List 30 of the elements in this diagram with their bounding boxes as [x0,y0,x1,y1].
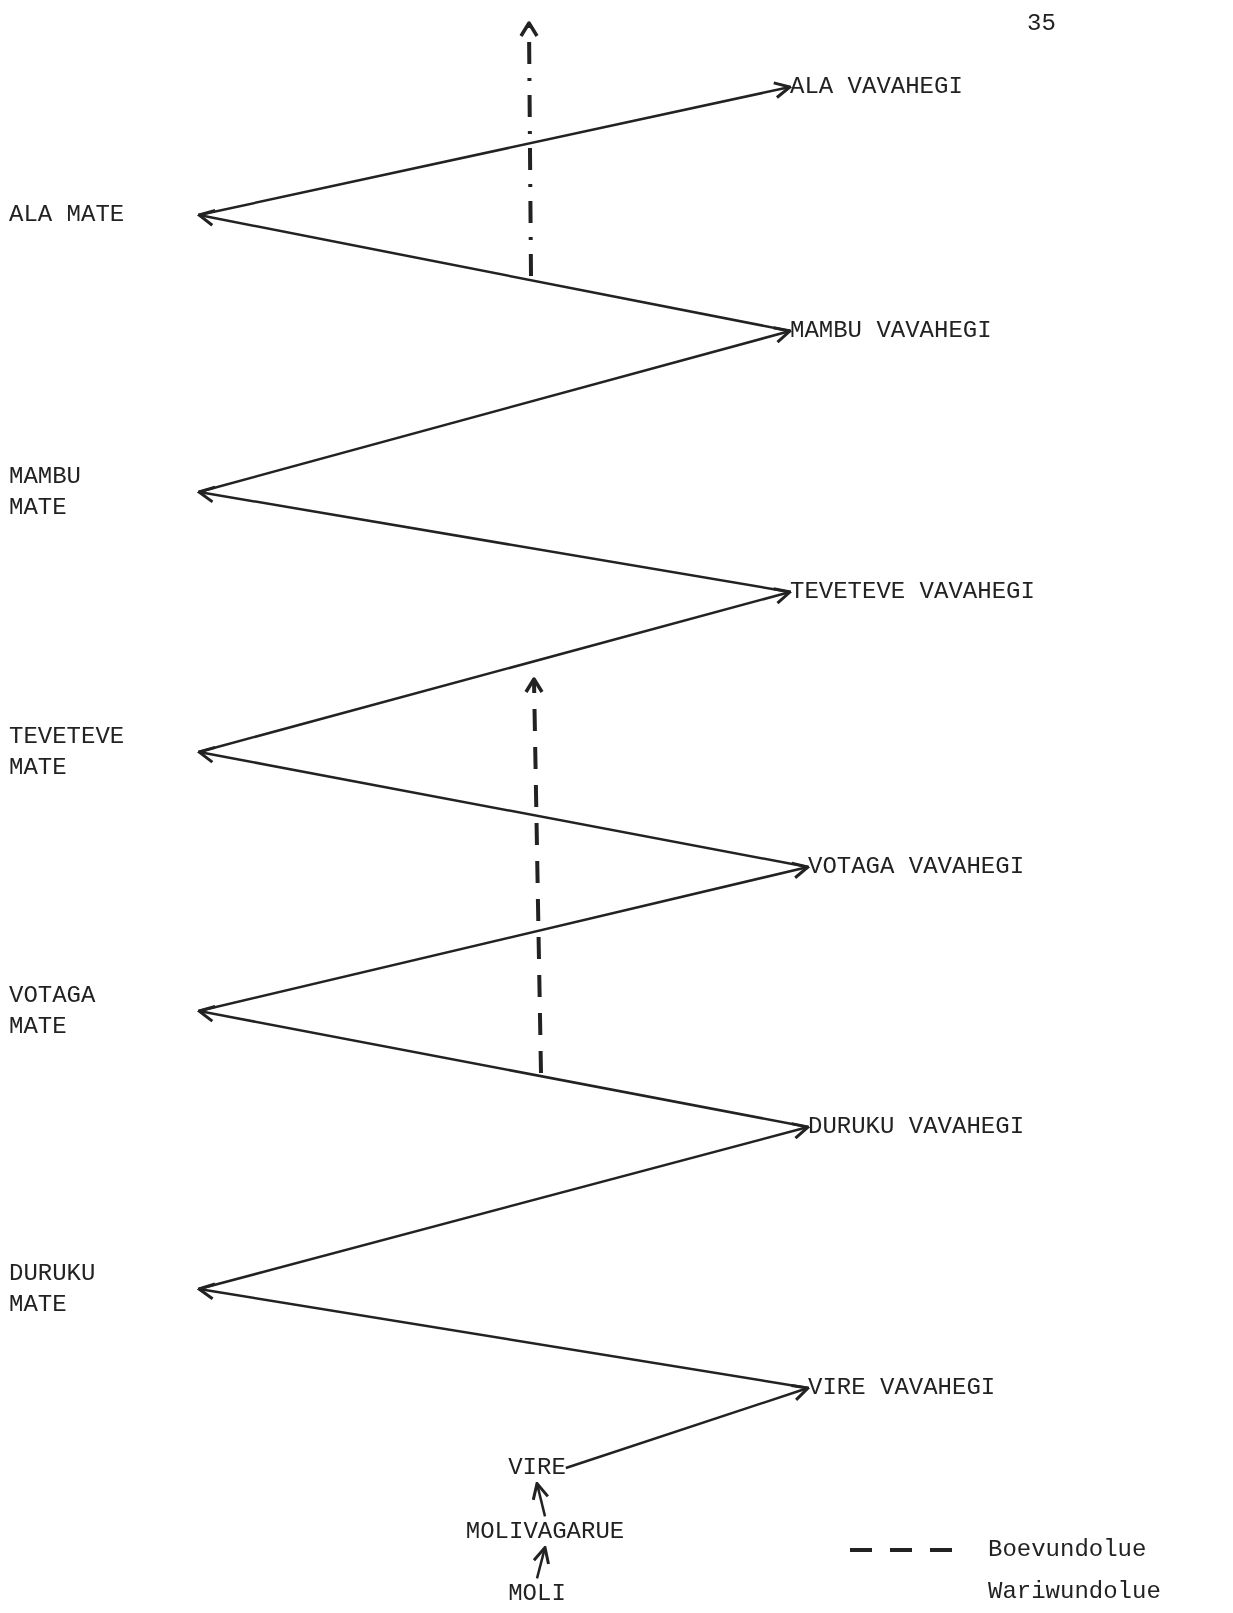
page-number: 35 [1027,9,1056,39]
arrow [565,1384,810,1470]
kin-term-label: ALA MATE [9,199,199,231]
arrow [198,587,792,754]
kin-term-label: MOLI [508,1578,566,1610]
kin-term-label: MAMBU VAVAHEGI [790,315,992,347]
arrow [198,326,792,494]
arrow [197,209,791,333]
kin-term-label: DURUKU VAVAHEGI [808,1111,1025,1143]
kin-term-label: DURUKU MATE [9,1257,199,1321]
kin-term-label: ALA VAVAHEGI [790,71,963,103]
kin-term-label: VOTAGA VAVAHEGI [808,851,1025,883]
kin-term-label: TEVETEVE MATE [9,720,199,784]
arrow [197,485,791,594]
legend-text: Wariwundolue [988,1577,1161,1608]
kin-term-label: VIRE VAVAHEGI [808,1372,996,1404]
arrow [532,1546,550,1579]
arrow [531,1482,550,1517]
arrow [198,81,792,217]
arrow [198,861,810,1013]
arrow [198,1122,810,1291]
kin-term-label: VOTAGA MATE [9,979,199,1043]
kin-term-label: MAMBU MATE [9,460,199,524]
kin-term-label: TEVETEVE VAVAHEGI [790,576,1035,608]
arrow [197,745,809,869]
arrow [197,1282,809,1390]
kin-term-label: MOLIVAGARUE [465,1516,625,1548]
kin-term-label: VIRE [508,1452,566,1484]
legend-text: Boevundolue [988,1535,1147,1566]
arrow [197,1004,809,1129]
